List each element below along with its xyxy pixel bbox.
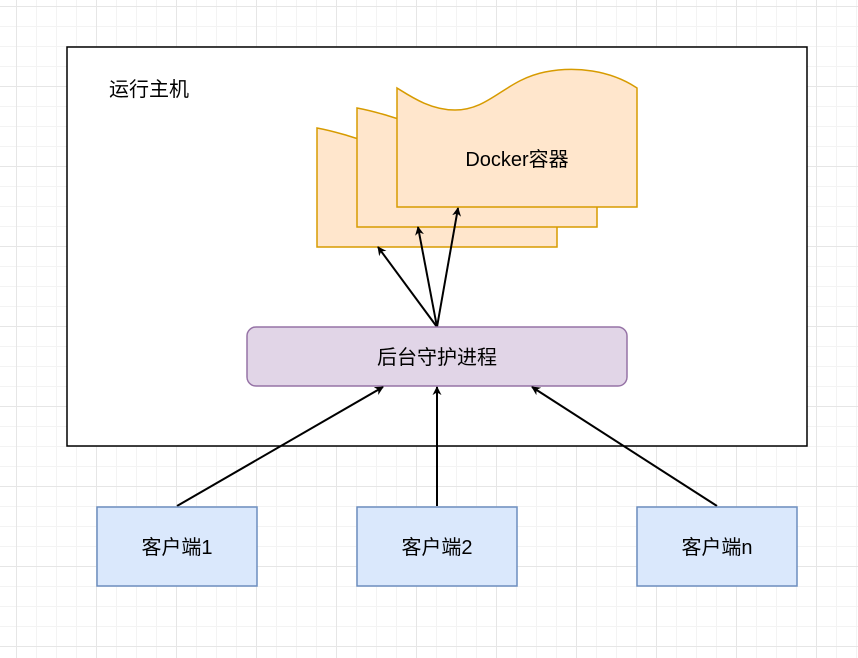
arrow-daemon-to-container-front xyxy=(436,207,462,328)
daemon-label: 后台守护进程 xyxy=(377,346,497,369)
arrow-daemon-to-container-back xyxy=(377,246,438,328)
arrow-client1-to-daemon xyxy=(176,386,384,507)
client-to-daemon-arrows xyxy=(176,386,718,507)
container-label: Docker容器 xyxy=(465,148,568,171)
client-n: 客户端n xyxy=(636,506,798,587)
client-box-n[interactable] xyxy=(636,506,798,587)
arrow-clientn-to-daemon xyxy=(531,386,718,507)
client-label-2: 客户端2 xyxy=(401,536,472,559)
container-shape-front[interactable] xyxy=(396,68,638,208)
client-label-n: 客户端n xyxy=(681,536,752,559)
client-label-1: 客户端1 xyxy=(141,536,212,559)
daemon-to-container-arrows xyxy=(377,207,462,328)
daemon-box[interactable] xyxy=(246,326,628,387)
host-label: 运行主机 xyxy=(109,78,189,101)
client-box-1[interactable] xyxy=(96,506,258,587)
client-1: 客户端1 xyxy=(96,506,258,587)
arrow-daemon-to-container-middle xyxy=(415,226,438,328)
container-stack: Docker容器 xyxy=(316,68,638,248)
client-box-2[interactable] xyxy=(356,506,518,587)
client-2: 客户端2 xyxy=(356,506,518,587)
